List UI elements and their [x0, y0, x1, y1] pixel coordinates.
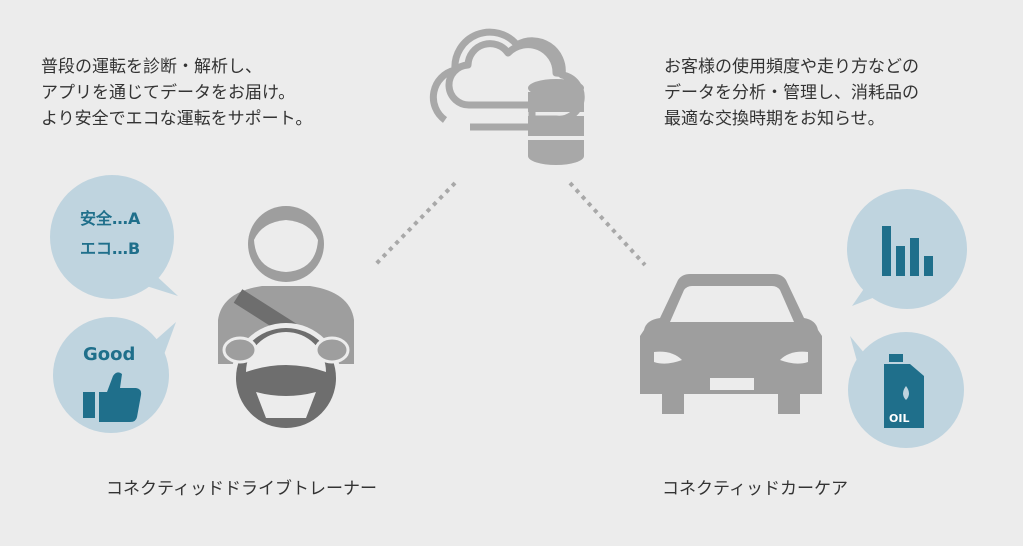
cloud-database-icon: [429, 28, 585, 165]
thumbs-up-icon: [83, 372, 142, 422]
car-icon: [640, 274, 822, 414]
chart-bubble: [847, 189, 967, 309]
good-label: Good: [83, 344, 136, 365]
good-bubble: [53, 317, 176, 433]
score-text: 安全…A エコ…B: [80, 204, 140, 264]
eco-score-label: エコ…B: [80, 239, 141, 258]
right-description-line: データを分析・管理し、消耗品の: [664, 83, 919, 103]
score-bubble: [50, 175, 178, 299]
safety-score-label: 安全…A: [80, 209, 141, 228]
left-description-line: より安全でエコな運転をサポート。: [41, 109, 313, 129]
driver-icon: [218, 206, 354, 433]
right-description-line: お客様の使用頻度や走り方などの: [664, 57, 919, 77]
bar-chart-icon: [882, 226, 933, 276]
right-caption: コネクティッドカーケア: [662, 479, 848, 499]
oil-label: OIL: [889, 412, 910, 425]
right-description: お客様の使用頻度や走り方などの データを分析・管理し、消耗品の 最適な交換時期を…: [664, 54, 919, 132]
right-description-line: 最適な交換時期をお知らせ。: [664, 109, 885, 129]
left-connector: [373, 181, 457, 267]
left-description: 普段の運転を診断・解析し、 アプリを通じてデータをお届け。 より安全でエコな運転…: [41, 54, 312, 132]
left-description-line: 普段の運転を診断・解析し、: [41, 57, 262, 77]
right-connector: [568, 181, 647, 267]
left-description-line: アプリを通じてデータをお届け。: [41, 83, 296, 103]
left-caption: コネクティッドドライブトレーナー: [106, 479, 377, 499]
oil-can-icon: [884, 354, 924, 428]
